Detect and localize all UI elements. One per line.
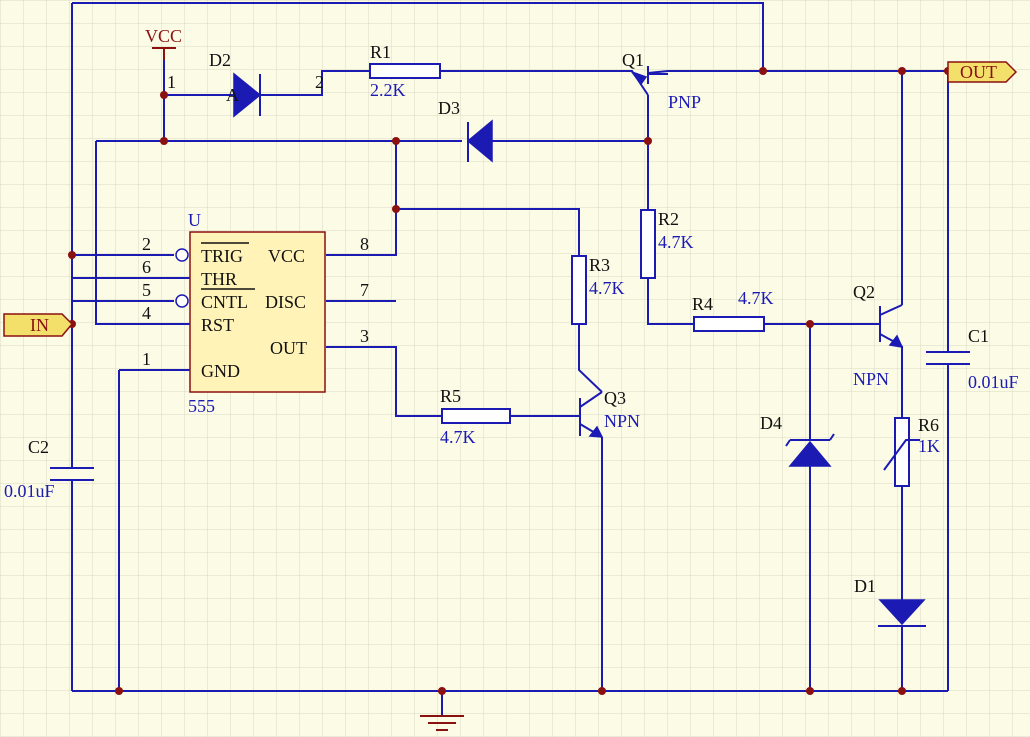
wires [71,2,949,716]
q1-ref: Q1 [622,50,644,70]
pin-trig-num: 2 [142,234,151,254]
diode-d3: D3 [438,98,493,163]
d2-pin2: 2 [315,72,324,92]
transistor-q2: Q2 NPN [853,282,904,389]
r3-value: 4.7K [589,278,625,298]
pin-thr-name: THR [201,269,237,289]
q2-type: NPN [853,369,889,389]
in-port-label: IN [30,315,49,335]
resistor-r1: R1 2.2K [369,42,441,100]
c1-ref: C1 [968,326,989,346]
pin-disc-name: DISC [265,292,306,312]
diode-d2: D2 1 2 A [167,50,324,118]
pin-cntl-num: 5 [142,280,151,300]
out-port-label: OUT [960,62,997,82]
resistor-r3: R3 4.7K [571,255,625,325]
d2-ref: D2 [209,50,231,70]
q1-type: PNP [668,92,701,112]
transistor-q3: Q3 NPN [579,388,640,438]
pin-disc-num: 7 [360,280,369,300]
resistor-r6: R6 1K [883,415,940,487]
d2-anode-label: A [226,85,239,105]
capacitor-c1: C1 0.01uF [924,326,1019,392]
in-port[interactable]: IN [3,313,74,337]
r2-ref: R2 [658,209,679,229]
d4-ref: D4 [760,413,782,433]
r5-ref: R5 [440,386,461,406]
vcc-label: VCC [145,26,182,46]
transistor-q1: Q1 PNP [622,50,701,112]
r4-ref: R4 [692,294,713,314]
pin-rst-num: 4 [142,303,151,323]
ic-part: 555 [188,396,215,416]
pin-out-num: 3 [360,326,369,346]
resistor-r2: R2 4.7K [640,209,694,279]
r1-value: 2.2K [370,80,406,100]
vcc-power-symbol: VCC [145,26,182,60]
d1-ref: D1 [854,576,876,596]
resistor-r4: R4 4.7K [692,288,774,332]
pin-cntl-name: CNTL [201,292,248,312]
r6-ref: R6 [918,415,939,435]
c2-value: 0.01uF [4,481,55,501]
r5-value: 4.7K [440,427,476,447]
pin-thr-num: 6 [142,257,151,277]
pin-gnd-num: 1 [142,349,151,369]
ic-555: U 555 TRIG THR CNTL RST GND VCC DISC OUT… [142,210,369,416]
capacitor-c2: C2 0.01uF [4,437,96,501]
ic-ref: U [188,210,201,230]
r1-ref: R1 [370,42,391,62]
pin-trig-name: TRIG [201,246,243,266]
pin-vcc-name: VCC [268,246,305,266]
q3-type: NPN [604,411,640,431]
q2-ref: Q2 [853,282,875,302]
r2-value: 4.7K [658,232,694,252]
out-port[interactable]: OUT [947,61,1018,83]
d3-ref: D3 [438,98,460,118]
c1-value: 0.01uF [968,372,1019,392]
zener-diode-d4: D4 [760,413,835,467]
ground-symbol [420,715,464,731]
d2-pin1: 1 [167,72,176,92]
c2-ref: C2 [28,437,49,457]
r6-value: 1K [918,436,940,456]
diode-d1: D1 [854,576,926,627]
r3-ref: R3 [589,255,610,275]
r4-value: 4.7K [738,288,774,308]
pin-rst-name: RST [201,315,234,335]
q3-ref: Q3 [604,388,626,408]
pin-gnd-name: GND [201,361,240,381]
pin-vcc-num: 8 [360,234,369,254]
pin-out-name: OUT [270,338,307,358]
resistor-r5: R5 4.7K [440,386,511,447]
